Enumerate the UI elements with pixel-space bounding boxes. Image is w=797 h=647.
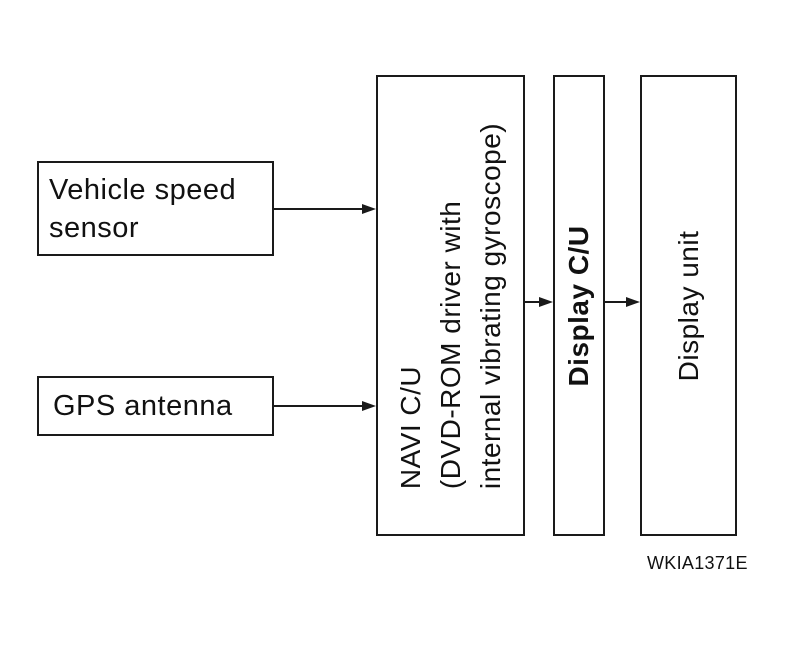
arrowhead-gps-to-navi — [362, 401, 376, 411]
figure-code: WKIA1371E — [647, 553, 748, 573]
navi-cu-label-line1: NAVI C/U — [394, 365, 426, 489]
navi-cu-block: NAVI C/U (DVD-ROM driver with internal v… — [376, 75, 525, 536]
vehicle-speed-sensor-label-line1: Vehicle speed — [49, 173, 237, 206]
display-cu-label: Display C/U — [563, 224, 594, 387]
gps-antenna-label: GPS antenna — [53, 390, 233, 422]
arrowhead-navi-to-display-cu — [539, 297, 553, 307]
vehicle-speed-sensor-block: Vehicle speed sensor — [37, 161, 274, 256]
display-unit-block: Display unit — [640, 75, 737, 536]
gps-antenna-block: GPS antenna — [37, 376, 274, 436]
navi-cu-label: NAVI C/U (DVD-ROM driver with internal v… — [391, 122, 511, 488]
arrowhead-display-cu-to-display-unit — [626, 297, 640, 307]
navi-cu-label-line3: internal vibrating gyroscope) — [474, 122, 506, 489]
arrowhead-speed-to-navi — [362, 204, 376, 214]
display-unit-label: Display unit — [672, 230, 704, 381]
display-cu-block: Display C/U — [553, 75, 605, 536]
vehicle-speed-sensor-label-line2: sensor — [49, 211, 140, 244]
navi-cu-label-line2: (DVD-ROM driver with — [434, 200, 466, 489]
